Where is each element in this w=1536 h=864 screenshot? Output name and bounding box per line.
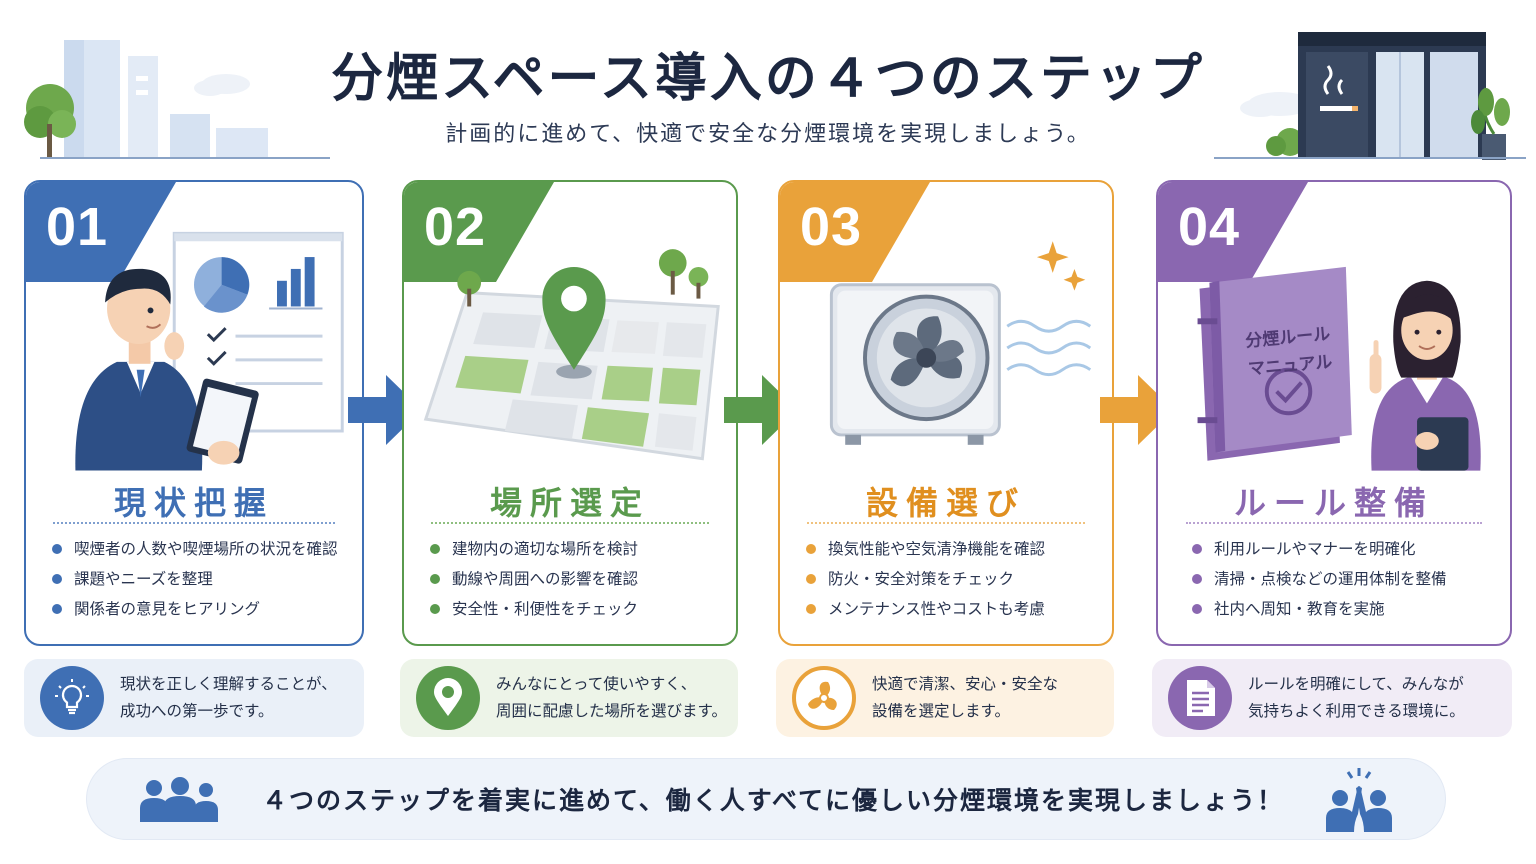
note-line: 快適で清潔、安心・安全な: [872, 675, 1059, 693]
step-note-03: 快適で清潔、安心・安全な 設備を選定します。: [776, 659, 1114, 737]
step-checklist: 換気性能や空気清浄機能を確認 防火・安全対策をチェック メンテナンス性やコストも…: [806, 539, 1102, 629]
note-line: みんなにとって使いやすく、: [496, 675, 697, 693]
list-item: 喫煙者の人数や喫煙場所の状況を確認: [52, 539, 352, 569]
list-item-text: 利用ルールやマナーを明確化: [1214, 540, 1416, 558]
list-item-text: 安全性・利便性をチェック: [452, 600, 639, 618]
list-item: 社内へ周知・教育を実施: [1192, 599, 1500, 629]
high-five-icon: [1326, 768, 1392, 832]
step-number-badge: [404, 182, 554, 282]
list-item-text: 清掃・点検などの運用体制を整備: [1214, 570, 1447, 588]
fan-icon: [792, 666, 856, 730]
list-item: 清掃・点検などの運用体制を整備: [1192, 569, 1500, 599]
note-line: ルールを明確にして、みんなが: [1248, 675, 1464, 693]
divider: [806, 522, 1086, 524]
step-number-badge: [26, 182, 176, 282]
summary-text: ４つのステップを着実に進めて、働く人すべてに優しい分煙環境を実現しましょう！: [261, 786, 1284, 815]
manual-title: 分煙ルール マニュアル: [1244, 320, 1335, 383]
step-number-badge: [1158, 182, 1308, 282]
divider: [52, 522, 336, 524]
note-line: 成功への第一歩です。: [120, 702, 274, 720]
summary-banner: ４つのステップを着実に進めて、働く人すべてに優しい分煙環境を実現しましょう！: [86, 758, 1446, 840]
page-subtitle: 計画的に進めて、快適で安全な分煙環境を実現しましょう。: [445, 122, 1091, 147]
list-item: 関係者の意見をヒアリング: [52, 599, 352, 629]
analyst-illustration: [75, 231, 344, 471]
step-checklist: 建物内の適切な場所を検討 動線や周囲への影響を確認 安全性・利便性をチェック: [430, 539, 726, 629]
list-item: 動線や周囲への影響を確認: [430, 569, 726, 599]
step-number: 03: [800, 197, 863, 257]
step-checklist: 喫煙者の人数や喫煙場所の状況を確認 課題やニーズを整理 関係者の意見をヒアリング: [52, 539, 352, 629]
step-number-badge: [780, 182, 930, 282]
list-item-text: 喫煙者の人数や喫煙場所の状況を確認: [74, 540, 338, 558]
step-number: 04: [1178, 197, 1241, 257]
divider: [1186, 522, 1482, 524]
location-pin-icon: [416, 666, 480, 730]
note-text: 快適で清潔、安心・安全な 設備を選定します。: [872, 671, 1058, 725]
step-title: ルール整備: [1233, 484, 1434, 522]
list-item: 課題やニーズを整理: [52, 569, 352, 599]
list-item-text: 関係者の意見をヒアリング: [74, 600, 261, 618]
map-illustration: [423, 249, 720, 461]
step-note-02: みんなにとって使いやすく、 周囲に配慮した場所を選びます。: [400, 659, 738, 737]
step-number: 02: [424, 197, 487, 257]
rule-manual-illustration: [1197, 266, 1481, 471]
list-item-text: 防火・安全対策をチェック: [828, 570, 1015, 588]
divider: [430, 522, 710, 524]
list-item-text: メンテナンス性やコストも考慮: [828, 600, 1045, 618]
note-line: 現状を正しく理解することが、: [120, 675, 337, 693]
step-note-04: ルールを明確にして、みんなが 気持ちよく利用できる環境に。: [1152, 659, 1512, 737]
lightbulb-icon: [40, 666, 104, 730]
note-line: 設備を選定します。: [872, 702, 1010, 720]
document-icon: [1168, 666, 1232, 730]
note-text: 現状を正しく理解することが、 成功への第一歩です。: [120, 671, 337, 725]
page-title: 分煙スペース導入の４つのステップ: [331, 49, 1205, 109]
list-item-text: 課題やニーズを整理: [74, 570, 213, 588]
list-item-text: 動線や周囲への影響を確認: [452, 570, 639, 588]
group-icon: [139, 777, 218, 822]
list-item-text: 換気性能や空気清浄機能を確認: [828, 540, 1046, 558]
step-checklist: 利用ルールやマナーを明確化 清掃・点検などの運用体制を整備 社内へ周知・教育を実…: [1192, 539, 1500, 629]
step-title: 設備選び: [865, 484, 1026, 522]
step-note-01: 現状を正しく理解することが、 成功への第一歩です。: [24, 659, 364, 737]
note-text: みんなにとって使いやすく、 周囲に配慮した場所を選びます。: [496, 671, 727, 725]
step-card-03: 03 設備選び 換気性能や空気清浄機能を確認 防火・安全対策をチェック メンテナ…: [778, 180, 1114, 646]
list-item: 利用ルールやマナーを明確化: [1192, 539, 1500, 569]
ventilation-fan-illustration: [829, 241, 1092, 445]
arrow-right-icon: [1100, 375, 1174, 445]
step-card-04: 04 分煙ルール マニュアル ルール整備 利用ルールやマナーを明確化 清掃・点検…: [1156, 180, 1512, 646]
city-skyline-illustration: [24, 40, 330, 159]
list-item: 安全性・利便性をチェック: [430, 599, 726, 629]
step-card-02: 02 場所選定 建物内の適切な場所を検討 動線や周囲への影響を確認 安全性・利便…: [402, 180, 738, 646]
smoking-booth-illustration: [1214, 32, 1526, 160]
note-text: ルールを明確にして、みんなが 気持ちよく利用できる環境に。: [1248, 671, 1465, 725]
list-item: メンテナンス性やコストも考慮: [806, 599, 1102, 629]
list-item: 建物内の適切な場所を検討: [430, 539, 726, 569]
step-title: 場所選定: [489, 484, 650, 522]
step-card-01: 01 現状把握 喫煙者の人数や喫煙場所の状況を確認 課題やニーズを整理 関係者の…: [24, 180, 364, 646]
step-number: 01: [46, 197, 109, 257]
note-line: 周囲に配慮した場所を選びます。: [496, 702, 727, 720]
list-item-text: 社内へ周知・教育を実施: [1214, 600, 1385, 618]
list-item: 防火・安全対策をチェック: [806, 569, 1102, 599]
step-title: 現状把握: [113, 484, 274, 522]
note-line: 気持ちよく利用できる環境に。: [1248, 702, 1465, 720]
list-item: 換気性能や空気清浄機能を確認: [806, 539, 1102, 569]
list-item-text: 建物内の適切な場所を検討: [452, 540, 639, 558]
